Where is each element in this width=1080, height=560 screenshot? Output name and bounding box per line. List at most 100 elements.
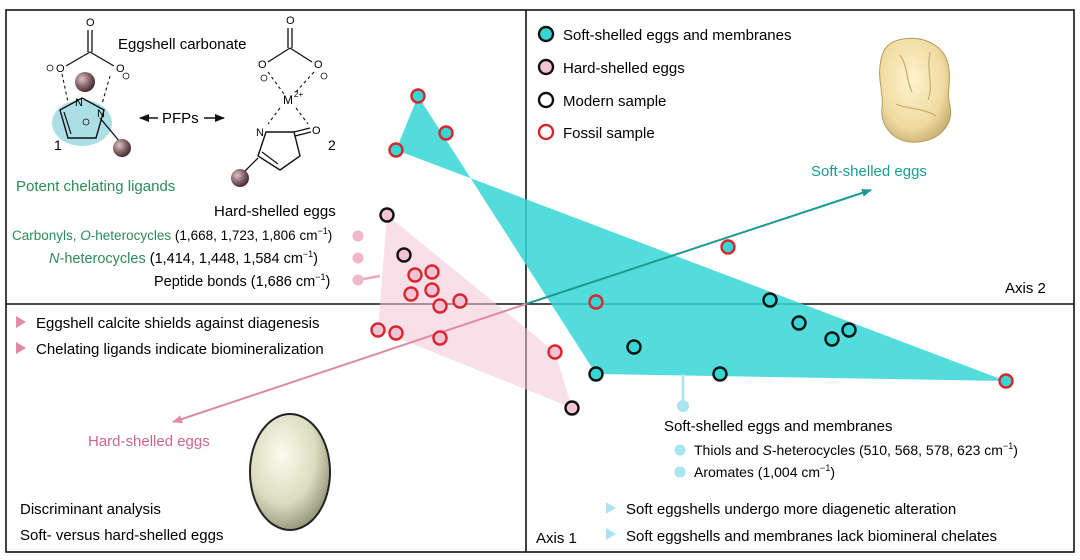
- hard-point-h10: [388, 325, 404, 341]
- hard-point-h8: [432, 298, 448, 314]
- figure-frame: [5, 9, 1075, 553]
- soft-point-s12: [712, 366, 728, 382]
- legend-marker-3: [537, 123, 555, 141]
- footer-line-2: Soft- versus hard-shelled eggs: [20, 527, 223, 544]
- svg-text:O: O: [286, 15, 295, 27]
- soft-heading: Soft-shelled eggs and membranes: [664, 418, 892, 435]
- charge-minus-icon: [122, 72, 130, 80]
- soft-bullet-2: Soft eggshells and membranes lack biomin…: [626, 528, 997, 545]
- footer-line-1: Discriminant analysis: [20, 501, 161, 518]
- hard-bullet-triangle: [16, 342, 26, 354]
- soft-point-s2: [438, 125, 454, 141]
- svg-text:O: O: [56, 63, 65, 75]
- imidazole-ring: [59, 97, 105, 139]
- svg-text:O: O: [86, 17, 95, 29]
- soft-eggshell-illustration: [879, 37, 952, 143]
- hard-point-h3: [424, 264, 440, 280]
- legend-marker-0: [537, 25, 555, 43]
- soft-point-s13: [998, 373, 1014, 389]
- hard-point-h12: [547, 344, 563, 360]
- pfps-label: PFPs: [162, 110, 199, 127]
- legend-label-modern: Modern sample: [563, 93, 666, 110]
- soft-line-thiols: Thiols and S-heterocycles (510, 568, 578…: [694, 441, 1018, 458]
- soft-shelled-vector: [525, 189, 872, 305]
- svg-text:N: N: [75, 97, 83, 109]
- soft-bullet-triangle: [606, 528, 616, 540]
- soft-point-s7: [791, 315, 807, 331]
- hard-bullet-triangle: [16, 316, 26, 328]
- hard-shelled-vector: [172, 303, 527, 423]
- soft-point-s8: [841, 322, 857, 338]
- metal-symbol: M: [283, 93, 293, 107]
- carbonate-right: [267, 28, 313, 63]
- soft-vector-label: Soft-shelled eggs: [811, 163, 927, 180]
- soft-bullet-triangle: [606, 502, 616, 514]
- hard-bullet-dot: [352, 274, 364, 286]
- pyrrolone-ring: [257, 131, 301, 171]
- soft-point-s5: [588, 294, 604, 310]
- hard-point-h11: [432, 330, 448, 346]
- hard-shelled-annotations: Hard-shelled eggs Carbonyls, O-heterocyc…: [12, 203, 364, 450]
- hard-line-carbonyls: Carbonyls, O-heterocycles (1,668, 1,723,…: [12, 226, 332, 243]
- hard-line-n-heterocycles: N-heterocycles (1,414, 1,448, 1,584 cm−1…: [49, 249, 318, 267]
- axis-2-label: Axis 2: [1005, 280, 1046, 297]
- substituent-ball: [75, 72, 95, 92]
- hard-point-h6: [403, 286, 419, 302]
- chem-title: Eggshell carbonate: [118, 36, 246, 53]
- hard-point-h1: [379, 207, 395, 223]
- svg-text:O: O: [116, 63, 125, 75]
- soft-point-s1: [410, 88, 426, 104]
- hard-bullet-dot: [352, 230, 364, 242]
- charge-minus-icon: [320, 72, 328, 80]
- charge-plus-icon: [82, 118, 90, 126]
- legend-marker-2: [537, 91, 555, 109]
- soft-bullet-1: Soft eggshells undergo more diagenetic a…: [626, 501, 956, 518]
- hard-point-h5: [424, 282, 440, 298]
- substituent-ball: [231, 169, 249, 187]
- svg-text:O: O: [258, 59, 267, 71]
- hard-point-h7: [452, 293, 468, 309]
- carbonate-left: [65, 30, 115, 67]
- substituent-ball: [113, 139, 131, 157]
- soft-bullet-dot: [674, 444, 686, 456]
- legend: Soft-shelled eggs and membranes Hard-she…: [537, 25, 791, 142]
- soft-point-s6: [762, 292, 778, 308]
- hard-point-h9: [370, 322, 386, 338]
- soft-point-s10: [626, 339, 642, 355]
- charge-minus-icon: [260, 74, 268, 82]
- legend-label-fossil: Fossil sample: [563, 125, 655, 142]
- soft-point-s3: [388, 142, 404, 158]
- hard-line-peptide: Peptide bonds (1,686 cm−1): [154, 272, 330, 290]
- charge-minus-icon: [46, 64, 54, 72]
- legend-marker-1: [537, 58, 555, 76]
- hard-heading: Hard-shelled eggs: [214, 203, 336, 220]
- hard-bullet-dot: [352, 252, 364, 264]
- soft-bullet-dot: [674, 466, 686, 478]
- metal-charge: 2+: [294, 90, 303, 99]
- soft-shelled-annotations: Soft-shelled eggs Soft-shelled eggs and …: [606, 163, 1018, 545]
- hard-shelled-hull: [378, 215, 572, 408]
- axis-1-label: Axis 1: [536, 530, 577, 547]
- hard-point-h13: [564, 400, 580, 416]
- hard-vector-label: Hard-shelled eggs: [88, 433, 210, 450]
- soft-point-s4: [720, 239, 736, 255]
- chemistry-schematic: Eggshell carbonate O O O N N 1 PFPs: [16, 15, 336, 195]
- compound-number-2: 2: [328, 137, 336, 153]
- soft-point-s9: [824, 331, 840, 347]
- soft-bullet-dot: [677, 400, 689, 412]
- soft-line-aromates: Aromates (1,004 cm−1): [694, 463, 835, 480]
- hard-point-h4: [407, 267, 423, 283]
- svg-text:O: O: [314, 59, 323, 71]
- hard-point-h2: [396, 247, 412, 263]
- svg-text:O: O: [312, 125, 321, 137]
- hard-bullet-2: Chelating ligands indicate biomineraliza…: [36, 341, 324, 358]
- svg-text:N: N: [256, 127, 264, 139]
- hard-bullet-1: Eggshell calcite shields against diagene…: [36, 315, 320, 332]
- svg-text:N: N: [97, 108, 105, 120]
- compound-number-1: 1: [54, 137, 62, 153]
- legend-label-hard: Hard-shelled eggs: [563, 60, 685, 77]
- data-points: [370, 88, 1014, 416]
- soft-point-s11: [588, 366, 604, 382]
- legend-label-soft: Soft-shelled eggs and membranes: [563, 27, 791, 44]
